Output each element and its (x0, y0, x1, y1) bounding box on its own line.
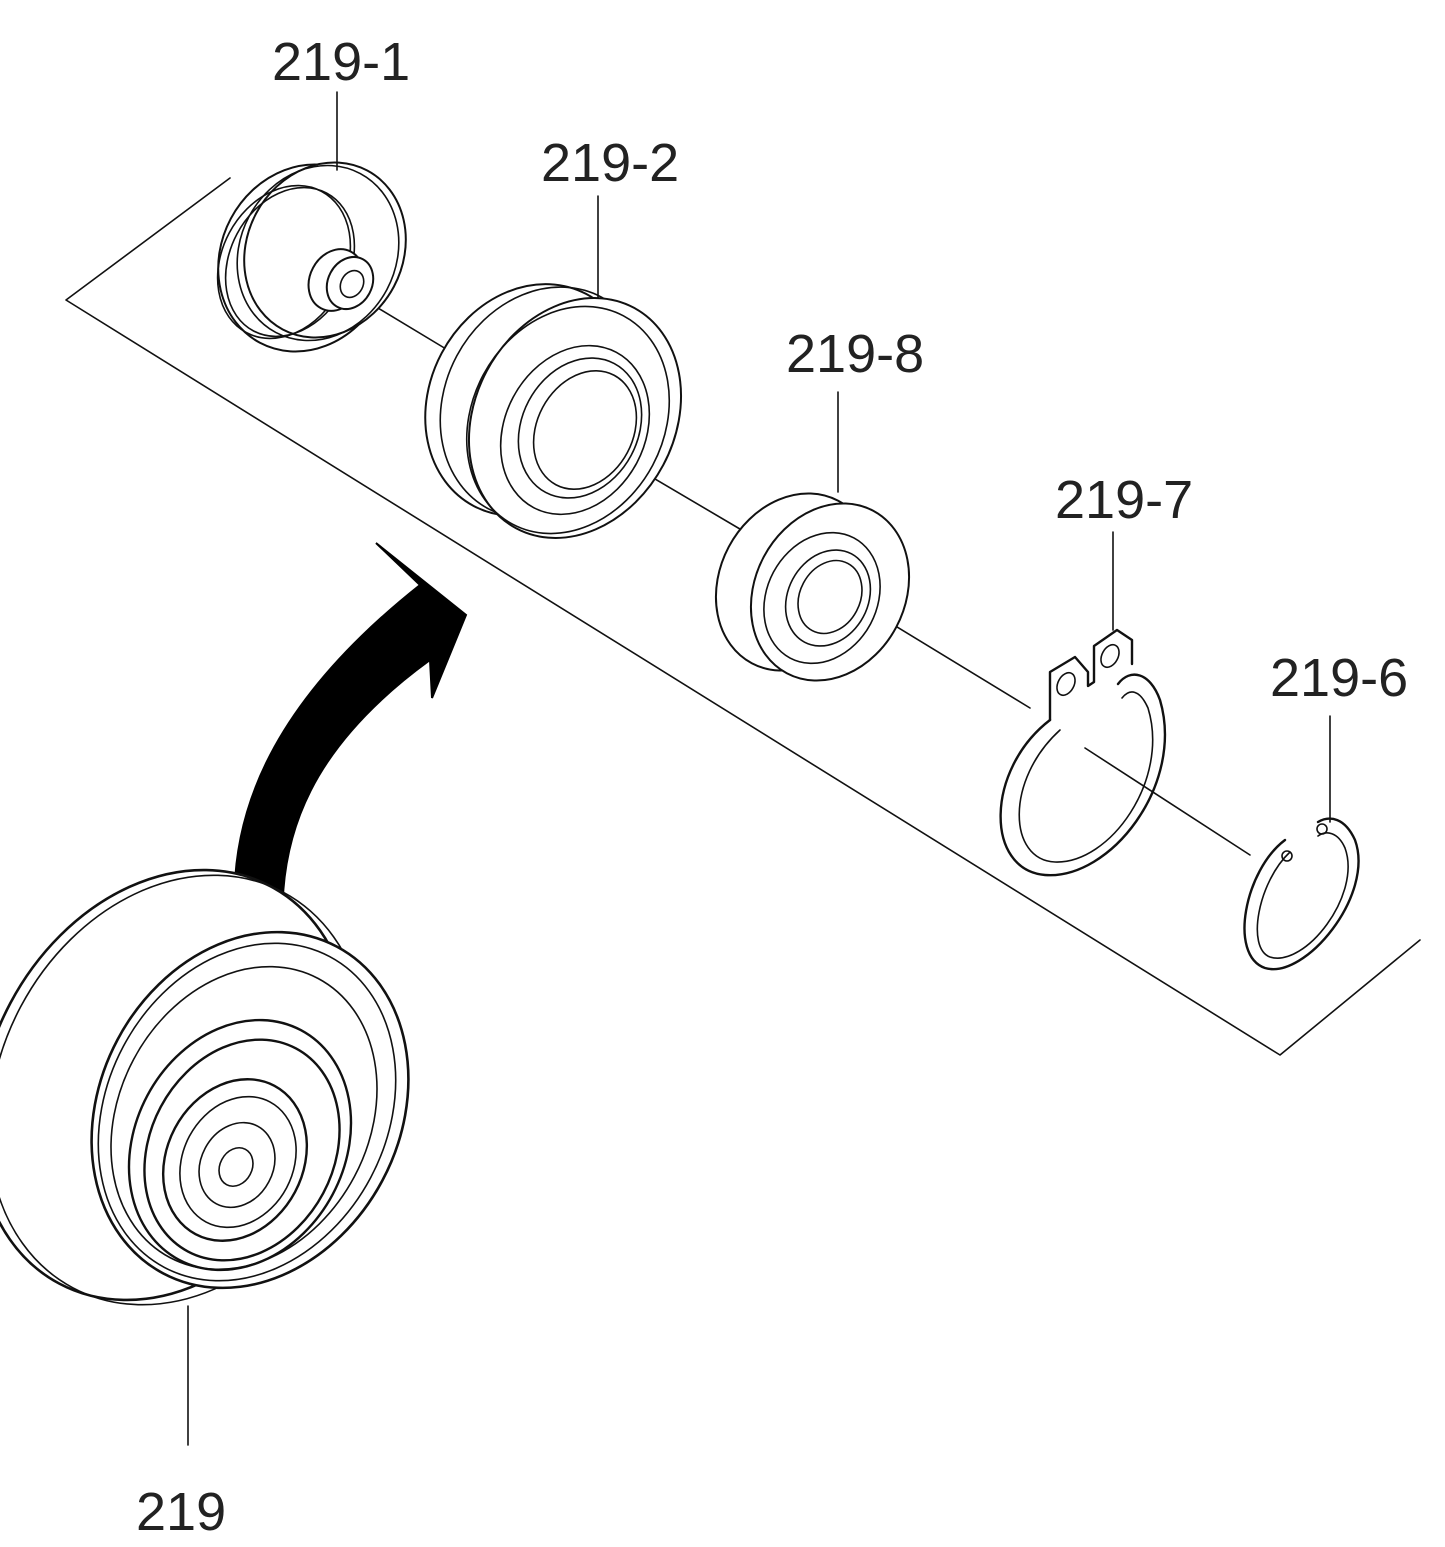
part-219-6-retaining-ring (1243, 817, 1360, 971)
part-219-2-pulley (424, 283, 683, 539)
assembly-arrow (233, 542, 468, 960)
part-219-1-pulley (216, 161, 407, 353)
label-219-8: 219-8 (786, 324, 924, 384)
leader-lines (187, 91, 1331, 1446)
part-219-7-snap-ring (999, 628, 1167, 877)
part-219-8-bearing (714, 492, 911, 682)
label-219-6: 219-6 (1270, 648, 1408, 708)
label-219-1: 219-1 (272, 32, 410, 92)
part-219-pulley-assembly (0, 868, 410, 1306)
exploded-view-frame (65, 177, 1421, 1056)
label-219: 219 (136, 1482, 226, 1542)
part-labels: 219-1 219-2 219-8 219-7 219-6 219 (136, 32, 1408, 1542)
label-219-7: 219-7 (1055, 470, 1193, 530)
label-219-2: 219-2 (541, 133, 679, 193)
